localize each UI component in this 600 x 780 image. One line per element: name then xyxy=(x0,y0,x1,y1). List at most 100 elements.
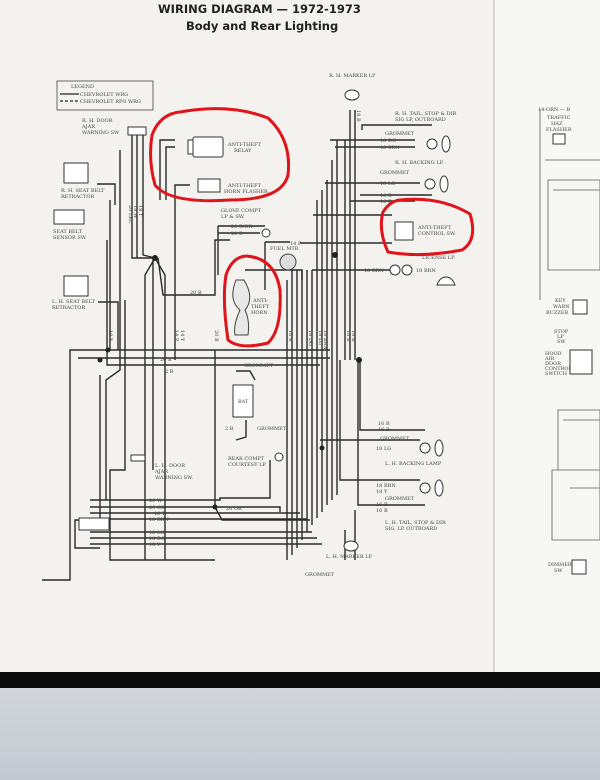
diagram-label: L. H. BACKING LAMP xyxy=(385,461,442,467)
diagram-label: SIG. LP. OUTBOARD xyxy=(385,526,437,532)
diagram-label: LP xyxy=(557,334,564,340)
diagram-label: L. H. SEAT BELT xyxy=(52,299,96,305)
diagram-label: HORN FLASHER xyxy=(224,189,268,195)
diagram-label: RELAY xyxy=(234,148,252,154)
diagram-label: 18 W xyxy=(132,205,138,219)
diagram-label: BAT xyxy=(238,399,249,405)
rh-tail-lamp: R. H. TAIL, STOP & DIR SIG LP, OUTBOARD … xyxy=(380,111,456,153)
diagram-label: GROMMET xyxy=(380,170,410,176)
facing-page-diagram: 14-ORN — B TRAFFIC HAZ FLASHER KEY WARN … xyxy=(538,107,600,575)
diagram-label: AJAR xyxy=(81,124,95,130)
diagram-label: 18 BRN xyxy=(149,517,169,523)
diagram-label: GROMMET xyxy=(385,496,415,502)
diagram-label: SWITCH xyxy=(545,371,568,377)
diagram-label: 18 T xyxy=(137,205,143,217)
diagram-label: SW xyxy=(557,339,566,345)
diagram-label: BUZZER xyxy=(546,310,568,316)
diagram-label: GROMMET xyxy=(305,572,335,578)
diagram-label: 18 DG xyxy=(380,138,396,144)
anti-theft-relay: ANTI-THEFT RELAY xyxy=(187,136,262,158)
lh-seat-belt-retractor: L. H. SEAT BELT RETRACTOR xyxy=(52,275,96,311)
diagram-label: L. H. TAIL, STOP & DIR xyxy=(385,520,446,526)
diagram-label: AIR xyxy=(544,356,555,362)
diagram-label: HOOD xyxy=(545,351,562,357)
diagram-label: 14 Y xyxy=(179,330,185,342)
rh-seat-belt-retractor: R. H. SEAT BELT RETRACTOR xyxy=(61,162,105,200)
diagram-label: 16 B xyxy=(345,330,351,342)
diagram-label: GLOVE COMPT xyxy=(221,208,262,214)
lh-marker-lamp: L. H. MARKER LP GROMMET xyxy=(305,540,373,578)
diagram-label: SW xyxy=(554,568,563,574)
diagram-label: ANTI-THEFT xyxy=(417,225,452,231)
diagram-label: RETRACTOR xyxy=(52,305,85,311)
diagram-label: 14-ORN — B xyxy=(538,107,570,113)
diagram-label: SEAT BELT xyxy=(53,229,83,235)
diagram-label: GROMMET xyxy=(257,426,287,432)
legend-dashed: CHEVROLET RPO WRG xyxy=(80,99,141,105)
diagram-label: 20 B xyxy=(213,330,219,342)
diagram-label: GROMMET xyxy=(385,131,415,137)
diagram-label: R. H. BACKING LP. xyxy=(395,160,444,166)
diagram-label: 18 BRN xyxy=(364,268,384,274)
diagram-label: 20 OR xyxy=(226,506,242,512)
diagram-label: HORN xyxy=(251,310,268,316)
diagram-label: 18 T xyxy=(154,511,166,517)
diagram-label: 18 BRN xyxy=(380,145,400,151)
diagram-label: DOOR xyxy=(545,361,561,367)
diagram-label: 2 B xyxy=(225,426,234,432)
diagram-label: ANTI-THEFT xyxy=(227,183,262,189)
diagram-label: 20 B/OR xyxy=(231,224,252,230)
diagram-label: WARNING SW xyxy=(82,130,120,136)
fuel-meter: FUEL MTR 14 P xyxy=(270,241,302,271)
diagram-label: 16 B xyxy=(376,508,388,514)
rh-marker-lamp: R. H. MARKER LP xyxy=(329,73,376,101)
diagram-label: ANTI- xyxy=(252,298,268,304)
diagram-label: R. H. SEAT BELT xyxy=(61,188,105,194)
diagram-label: SENSOR SW. xyxy=(53,235,87,241)
diagram-label: THEFT xyxy=(251,304,270,310)
lh-backing-lamp: 16 B 16 B GROMMET 18 LG L. H. BACKING LA… xyxy=(376,421,444,467)
diagram-label: HAZ xyxy=(551,121,563,127)
diagram-label: 14 P xyxy=(173,330,179,342)
diagram-label: DIMMER xyxy=(548,562,572,568)
diagram-label: 16 B xyxy=(380,193,392,199)
diagram-label: R. H. MARKER LP xyxy=(329,73,376,79)
diagram-label: TRAFFIC xyxy=(547,115,571,121)
diagram-label: 14 P xyxy=(290,241,302,247)
diagram-label: KEY xyxy=(555,298,566,304)
diagram-label: 20 B xyxy=(231,231,243,237)
diagram-label: CONTROL xyxy=(545,366,572,372)
diagram-label: AJAR xyxy=(154,469,168,475)
anti-theft-horn: ANTI- THEFT HORN xyxy=(232,279,270,336)
battery: BAT GROMMET GROMMET 2 B xyxy=(225,363,287,432)
license-lamp: LICENSE LP. 18 BRN 18 BRN xyxy=(364,255,456,286)
diagram-label: 16 B xyxy=(378,421,390,427)
diagram-label: GROMMET xyxy=(244,363,274,369)
diagram-label: RETRACTOR xyxy=(61,194,94,200)
wires xyxy=(42,110,432,581)
diagram-label: 20 LBL xyxy=(127,205,133,224)
diagram-label: 18 LG xyxy=(380,181,395,187)
diagram-label: 16 B xyxy=(287,330,293,342)
diagram-label: SIG LP, OUTBOARD xyxy=(395,117,446,123)
diagram-label: R. H. TAIL, STOP & DIR xyxy=(395,111,456,117)
diagram-label: 18 Y xyxy=(376,489,388,495)
vertical-wire-labels: 18 W 18 T 20 LBL 18 Y 14 Y 14 P 20 B 16 … xyxy=(107,110,361,350)
diagram-label: 18 LG xyxy=(317,330,323,345)
diagram-label: CONTROL SW. xyxy=(418,231,456,237)
rh-backing-lamp: R. H. BACKING LP. GROMMET 18 LG 16 B 16 … xyxy=(380,160,449,205)
anti-theft-control-switch: ANTI-THEFT CONTROL SW. xyxy=(394,221,456,241)
wire-label: 20 B xyxy=(160,357,172,363)
diagram-label: L. H. MARKER LP xyxy=(326,554,373,560)
diagram-label: 18 Y xyxy=(107,330,113,342)
diagram-label: R. H. DOOR xyxy=(82,118,113,124)
diagram-label: 16 B xyxy=(376,502,388,508)
diagram-title: WIRING DIAGRAM — 1972-1973 xyxy=(158,2,361,16)
diagram-label: 18 DG xyxy=(307,330,313,346)
scan-edge-band xyxy=(0,672,600,688)
scanner-bed xyxy=(0,688,600,780)
diagram-label: 18 DG xyxy=(149,536,165,542)
diagram-label: 18 BRN xyxy=(416,268,436,274)
wire-label: 20 B xyxy=(190,290,202,296)
